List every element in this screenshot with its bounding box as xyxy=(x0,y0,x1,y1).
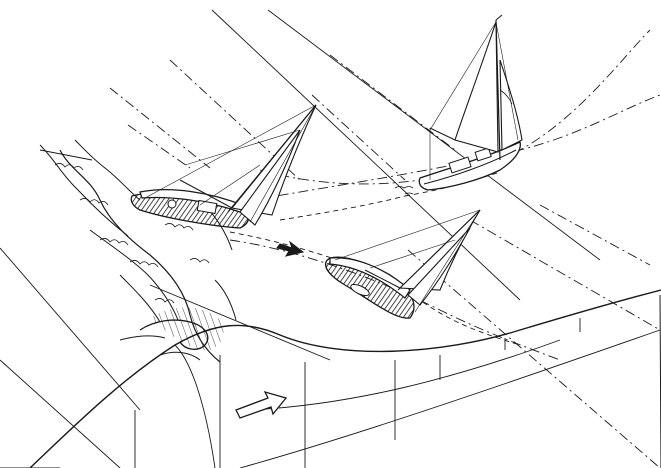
motion-arrow xyxy=(276,240,305,257)
jib-center xyxy=(407,227,471,306)
outline-arrow-icon xyxy=(235,390,288,419)
solid-arrow-icon xyxy=(276,240,305,257)
trajectory-guides xyxy=(109,29,661,468)
direction-arrow xyxy=(235,390,288,419)
wave-shadow xyxy=(150,307,224,351)
mainsail-left xyxy=(230,104,317,216)
wave-face xyxy=(0,289,661,468)
jib-right xyxy=(499,59,523,151)
sailboat-on-crest xyxy=(130,104,317,229)
mainsail-center xyxy=(398,209,481,291)
jib-left xyxy=(239,129,301,226)
wake-right xyxy=(394,186,414,195)
sailboat-heeling xyxy=(324,209,481,319)
sailboat-upright xyxy=(418,14,523,191)
mainsail-right xyxy=(454,21,499,153)
swell-lines xyxy=(0,9,601,468)
